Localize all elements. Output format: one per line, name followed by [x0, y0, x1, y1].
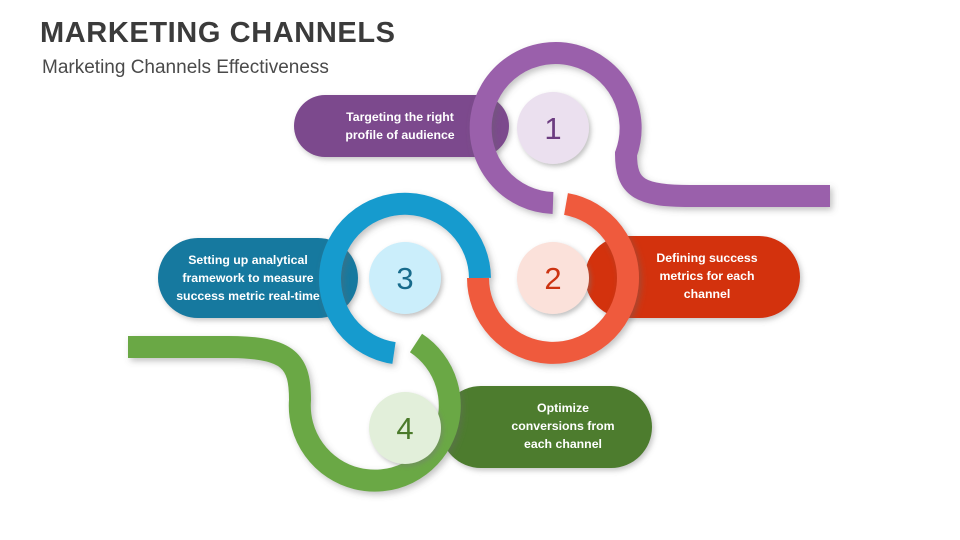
step-4-number: 4	[396, 411, 413, 446]
step-2-pill-shape	[585, 236, 800, 318]
number-circles	[369, 92, 589, 464]
title-block: MARKETING CHANNELS Marketing Channels Ef…	[40, 17, 640, 79]
step-4-label-line-1: Optimize	[537, 401, 589, 415]
page-subtitle: Marketing Channels Effectiveness	[42, 56, 329, 78]
step-3-label-pill[interactable]	[158, 238, 358, 318]
step-1-label-line-2: profile of audience	[345, 128, 454, 142]
step-3-number: 3	[396, 261, 413, 296]
step-4-pill-shape	[440, 386, 652, 468]
step-3-ring-path[interactable]	[319, 192, 491, 364]
step-2-label-line-2: metrics for each	[659, 269, 754, 283]
step-2-label-pill[interactable]	[585, 236, 800, 318]
step-1-number-circle	[517, 92, 589, 164]
page-title: MARKETING CHANNELS	[40, 17, 396, 49]
step-1-label-line-1: Targeting the right	[346, 110, 454, 124]
step-3-label-line-2: framework to measure	[182, 271, 313, 285]
step-2-number-circle	[517, 242, 589, 314]
step-4-number-circle	[369, 392, 441, 464]
step-4-label-line-2: conversions from	[511, 419, 614, 433]
step-1-label-pill[interactable]	[294, 95, 509, 157]
step-3-number-circle	[369, 242, 441, 314]
step-4-label-pill[interactable]	[440, 386, 652, 468]
step-2-number: 2	[544, 261, 561, 296]
step-4-ring-path[interactable]	[128, 333, 461, 492]
step-1-number: 1	[544, 111, 561, 146]
step-2-label-line-3: channel	[684, 287, 730, 301]
step-1-ring-path[interactable]	[469, 42, 830, 214]
step-4-label-line-3: each channel	[524, 437, 602, 451]
step-1-pill-shape	[294, 95, 509, 157]
step-2-label-line-1: Defining success	[656, 251, 757, 265]
step-3-label-line-1: Setting up analytical	[188, 253, 308, 267]
step-3-label-line-3: success metric real-time	[176, 289, 320, 303]
step-2-ring-path[interactable]	[467, 193, 639, 364]
step-3-pill-shape	[158, 238, 358, 318]
